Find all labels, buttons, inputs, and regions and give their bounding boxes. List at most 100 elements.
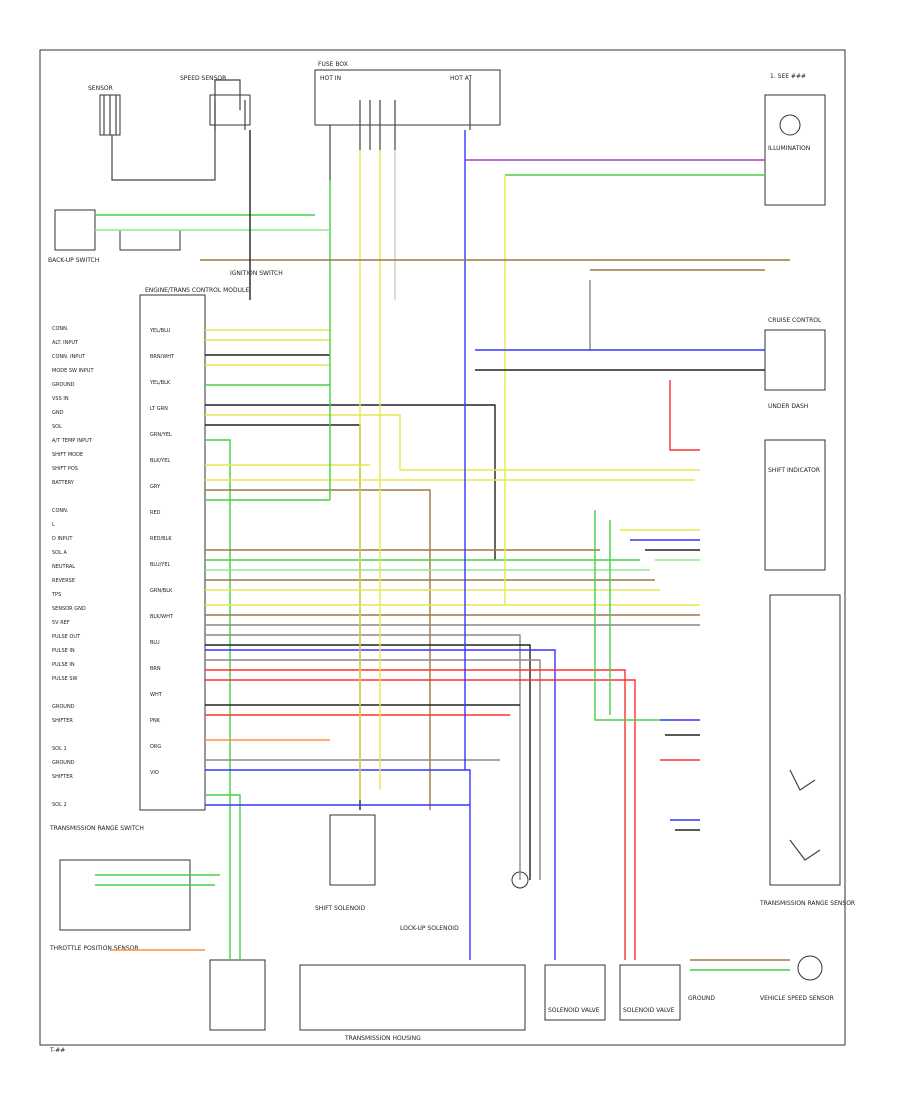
vss-group: GROUND VEHICLE SPEED SENSOR [688,955,834,1002]
shift-solenoid-label: SHIFT SOLENOID [315,905,366,912]
speed-sensor-label: SPEED SENSOR [180,75,226,82]
cruise-control-group: CRUISE CONTROL UNDER DASH [764,317,826,410]
under-dash-label: UNDER DASH [768,403,808,410]
fuse-box-label: FUSE BOX [318,61,348,68]
tcm-pin-label: MODE SW INPUT [52,368,94,374]
illumination-label: ILLUMINATION [768,145,810,152]
wire-grn [594,510,660,721]
wire-blu [205,649,556,960]
wire-tag-label: GRN/BLK [150,588,173,594]
tcm-pin-label: SOL 2 [52,802,67,808]
valve-2-label: SOLENOID VALVE [623,1007,675,1014]
wire-tag-label: RED [150,510,161,516]
tcm-pin-label: GROUND [52,760,75,766]
tcm-pin-label: L [52,522,55,528]
figure-id-label: T-## [49,1047,65,1054]
wire-yel [205,414,700,471]
wire-tag-label: PNK [150,718,161,724]
wire-tag-label: WHT [150,692,163,698]
tcm-pin-label: SHIFT POS [52,466,78,472]
wire-tag-label: BLK/WHT [150,614,174,620]
hot-in-label: HOT IN [320,75,341,82]
tcm-pin-label: SOL 1 [52,746,67,752]
range-switch-label: TRANSMISSION RANGE SWITCH [49,825,144,832]
tcm-pin-label: SHIFT MODE [52,452,83,458]
tcm-pin-label: GND [52,410,64,416]
backup-switch-label: BACK-UP SWITCH [48,257,99,264]
wire-blk [205,424,361,810]
tcm-pin-label: 5V REF [52,620,70,626]
wire-tag-label: GRY [150,484,161,490]
tcm-pin-label: PULSE SW [52,676,78,682]
tcm-connector: ENGINE/TRANS CONTROL MODULE [139,287,249,811]
fuse-box: FUSE BOX HOT IN HOT AT [314,61,501,180]
tcm-pin-label: GROUND [52,382,75,388]
shift-indicator-group: SHIFT INDICATOR [764,439,826,571]
wire-tag-label: BRN [150,666,161,672]
wire-tag-label: BLU [150,640,160,646]
wire-tag-label: RED/BLK [150,536,172,542]
tcm-pin-label: TPS [51,592,61,598]
tcm-pin-label: NEUTRAL [52,564,75,570]
throttle-label: THROTTLE POSITION SENSOR [49,945,139,952]
fig-ref-label: 1. SEE ### [770,73,806,80]
solenoid-valves: SOLENOID VALVE SOLENOID VALVE [511,871,681,1021]
tcm-pin-label: REVERSE [52,578,75,584]
wire-tag-label: BLU/YEL [150,562,171,568]
tcm-pin-label: CONN. INPUT [52,354,86,360]
backup-switch-group: BACK-UP SWITCH IGNITION SWITCH [48,209,283,277]
wire-grn [205,439,231,960]
lockup-solenoid-label: LOCK-UP SOLENOID [400,925,459,932]
tcm-pin-label: GROUND [52,704,75,710]
tcm-pin-label: ALT. INPUT [52,340,79,346]
wire-tag-label: VIO [150,770,159,776]
wire-tag-label: BRN/WHT [150,354,175,360]
wire-tag-label: YEL/BLU [149,328,171,334]
transmission-housing: TRANSMISSION HOUSING SHIFT SOLENOID LOCK… [299,814,526,1042]
wire-red [669,380,700,451]
vss-label: VEHICLE SPEED SENSOR [760,995,834,1002]
wire-blk [205,644,531,880]
diagram-border [39,49,846,1046]
tcm-pin-label: PULSE IN [52,648,75,654]
ground-label: GROUND [688,995,715,1002]
wire-tag-label: BLK/YEL [150,458,170,464]
wire-gry [205,659,541,880]
wire-blu [205,769,471,960]
tcm-pin-label: D INPUT [52,536,73,542]
tcm-pin-label: SHIFTER [52,774,73,780]
wires-layer [95,130,790,971]
tcm-pin-label: SENSOR GND [52,606,86,612]
tcm-pin-label: SOL [52,424,62,430]
wire-grn [205,794,241,960]
wire-blk [205,404,496,560]
range-switch-group: TRANSMISSION RANGE SWITCH THROTTLE POSIT… [49,825,266,1031]
tcm-pin-label: CONN. [52,508,69,514]
tcm-pin-labels: CONN. ALT. INPUT CONN. INPUT MODE SW INPUT G… [51,326,175,808]
trans-range-sensor-label: TRANSMISSION RANGE SENSOR [759,900,855,907]
wire-brn [205,489,431,810]
cruise-control-label: CRUISE CONTROL [768,317,822,324]
tcm-pin-label: PULSE IN [52,662,75,668]
top-left-sensor-group: SENSOR SPEED SENSOR [88,75,251,181]
ignition-label: IGNITION SWITCH [230,270,283,277]
hot-at-label: HOT AT [450,75,472,82]
wire-gry [205,634,521,880]
tcm-pin-label: SOL A [52,550,67,556]
tcm-pin-label: VSS IN [52,396,69,402]
trans-range-sensor-group: TRANSMISSION RANGE SENSOR [759,594,855,907]
wire-red [205,679,636,960]
wire-tag-label: GRN/YEL [150,432,172,438]
tcm-pin-label: A/T TEMP INPUT [52,438,93,444]
valve-1-label: SOLENOID VALVE [548,1007,600,1014]
tcm-pin-label: PULSE OUT [52,634,81,640]
wire-tag-label: ORG [150,744,161,750]
wire-tag-label: LT GRN [150,406,168,412]
tcm-pin-label: BATTERY [52,480,75,486]
tcm-pin-label: SHIFTER [52,718,73,724]
tcm-label: ENGINE/TRANS CONTROL MODULE [145,287,249,294]
shift-indicator-label: SHIFT INDICATOR [768,467,820,474]
tcm-pin-label: CONN. [52,326,69,332]
illumination-group: 1. SEE ### ILLUMINATION [764,73,826,206]
